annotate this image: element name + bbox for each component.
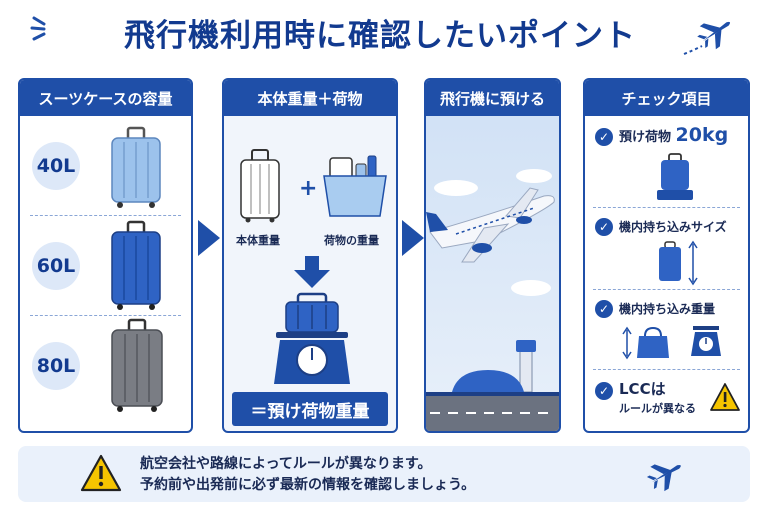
warning-icon <box>710 383 740 411</box>
suitcase-on-scale-icon <box>657 153 693 200</box>
warning-icon <box>80 454 122 492</box>
size-badge: 40L <box>32 142 80 190</box>
checklist-item-carry-on-size: ✓ 機内持ち込みサイズ <box>585 208 748 290</box>
airplane-icon <box>426 187 555 263</box>
check-icon: ✓ <box>595 218 613 236</box>
checkin-panel-title: 飛行機に預ける <box>426 80 559 116</box>
airport-illustration <box>426 169 559 431</box>
checklist-item-label: 預け荷物 <box>619 130 672 145</box>
scale-icon <box>691 326 721 356</box>
size-row-60: 60L <box>20 216 191 316</box>
check-icon: ✓ <box>595 382 613 400</box>
size-row-80: 80L <box>20 316 191 416</box>
suitcase-icon <box>240 149 280 223</box>
page-title: 飛行機利用時に確認したいポイント <box>124 18 636 54</box>
checklist-item-label: 機内持ち込みサイズ <box>619 220 727 234</box>
luggage-weight-label: 荷物の重量 <box>324 234 379 247</box>
checklist-item-carry-on-weight: ✓ 機内持ち込み重量 <box>585 290 748 370</box>
suitcase-icon <box>111 318 163 412</box>
weight-limit-value: 20kg <box>675 124 729 146</box>
check-icon: ✓ <box>595 128 613 146</box>
size-badge: 60L <box>32 242 80 290</box>
notice-line-1: 航空会社や路線によってルールが異なります。 <box>140 456 432 472</box>
capacity-panel: スーツケースの容量 40L 60L 80L <box>18 78 193 433</box>
notice-line-2: 予約前や出発前に必ず最新の情報を確認しましょう。 <box>140 477 476 493</box>
suitcase-icon <box>111 126 161 208</box>
down-arrow-icon <box>294 256 330 288</box>
scale-icon <box>274 292 350 384</box>
size-row-40: 40L <box>20 116 191 216</box>
checklist-item-sublabel: ルールが異なる <box>619 402 696 415</box>
sparkle-decoration-icon <box>30 16 46 41</box>
checklist-item-lcc: ✓ LCCは ルールが異なる <box>585 370 748 430</box>
check-icon: ✓ <box>595 300 613 318</box>
weight-panel: 本体重量＋荷物 + 本体重量 荷物の重量 ＝預け荷物重量 <box>222 78 398 433</box>
luggage-box-icon <box>323 155 387 217</box>
flow-arrow-icon <box>402 220 424 256</box>
notice-banner: 航空会社や路線によってルールが異なります。 予約前や出発前に必ず最新の情報を確認… <box>18 446 750 502</box>
checked-baggage-weight-label: ＝預け荷物重量 <box>232 392 388 426</box>
bag-icon <box>622 326 669 360</box>
plus-sign: + <box>299 176 318 201</box>
header: 飛行機利用時に確認したいポイント <box>0 0 768 64</box>
size-badge: 80L <box>32 342 80 390</box>
weight-panel-title: 本体重量＋荷物 <box>224 80 396 116</box>
capacity-panel-title: スーツケースの容量 <box>20 80 191 116</box>
airplane-icon <box>683 21 731 55</box>
checklist-panel: チェック項目 ✓ 預け荷物 20kg ✓ 機内持ち込みサイズ ✓ 機内持ち込み重… <box>583 78 750 433</box>
carry-on-size-icon <box>659 240 698 286</box>
checkin-panel: 飛行機に預ける <box>424 78 561 433</box>
checklist-item-label: LCCは <box>619 380 666 398</box>
checklist-panel-title: チェック項目 <box>585 80 748 116</box>
suitcase-icon <box>111 220 161 310</box>
checklist-item-label: 機内持ち込み重量 <box>619 302 716 316</box>
flow-arrow-icon <box>198 220 220 256</box>
checklist-item-checked-baggage: ✓ 預け荷物 20kg <box>585 116 748 208</box>
body-weight-label: 本体重量 <box>236 234 280 247</box>
airplane-icon <box>646 464 681 492</box>
